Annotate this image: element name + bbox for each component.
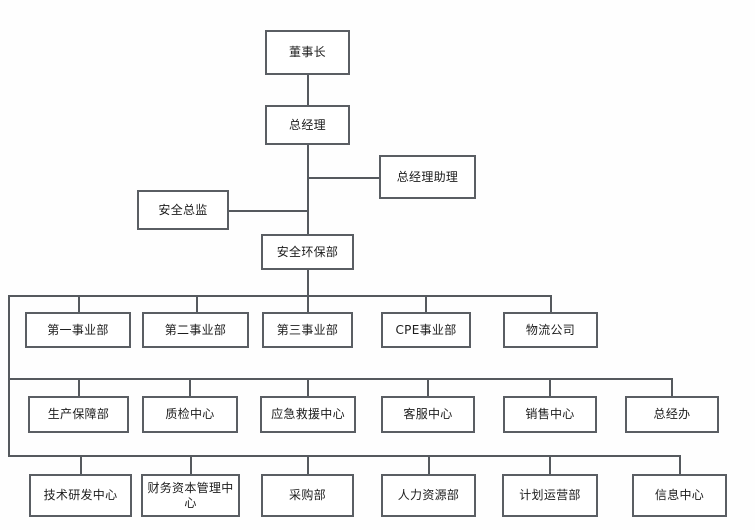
connector-chairman-to-gm [307,75,309,105]
node-division-3-label: 第三事业部 [276,322,339,337]
node-chairman[interactable]: 董事长 [265,30,350,75]
node-division-3[interactable]: 第三事业部 [262,312,353,348]
node-safety-director-label: 安全总监 [158,202,208,217]
connector-left-spine [8,295,10,455]
node-division-4[interactable]: CPE事业部 [381,312,471,348]
node-support-6[interactable]: 信息中心 [632,474,727,517]
node-division-4-label: CPE事业部 [395,322,457,337]
node-center-2[interactable]: 质检中心 [142,396,238,433]
drop-support-3 [307,455,309,474]
node-support-4-label: 人力资源部 [397,488,460,502]
bus-divisions-row [8,295,552,297]
drop-support-1 [80,455,82,474]
drop-support-4 [428,455,430,474]
drop-center-5 [549,378,551,396]
node-support-2-label: 财务资本管理中心 [147,480,234,510]
node-support-1[interactable]: 技术研发中心 [29,474,132,517]
node-center-5-label: 销售中心 [525,407,575,421]
connector-safetyenv-to-divisions-bus [307,270,309,295]
node-support-3-label: 采购部 [289,488,326,502]
node-division-1[interactable]: 第一事业部 [25,312,131,348]
drop-division-1 [78,295,80,312]
node-center-4[interactable]: 客服中心 [381,396,475,433]
bus-support-row [8,455,681,457]
drop-center-6 [671,378,673,396]
node-center-2-label: 质检中心 [165,407,215,421]
node-general-manager[interactable]: 总经理 [265,105,350,145]
drop-division-2 [196,295,198,312]
drop-center-4 [427,378,429,396]
drop-support-5 [549,455,551,474]
node-safety-env-dept-label: 安全环保部 [276,244,339,259]
drop-support-2 [190,455,192,474]
node-support-3[interactable]: 采购部 [261,474,354,517]
drop-center-1 [78,378,80,396]
node-center-3[interactable]: 应急救援中心 [260,396,356,433]
node-safety-director[interactable]: 安全总监 [137,190,229,230]
node-general-manager-label: 总经理 [289,117,326,132]
node-safety-env-dept[interactable]: 安全环保部 [261,234,354,270]
node-support-4[interactable]: 人力资源部 [381,474,476,517]
node-gm-assistant-label: 总经理助理 [396,169,459,184]
node-gm-assistant[interactable]: 总经理助理 [379,155,476,199]
bus-centers-row [8,378,673,380]
node-center-1-label: 生产保障部 [47,407,110,421]
connector-gm-spine [307,145,309,240]
node-center-1[interactable]: 生产保障部 [28,396,129,433]
node-chairman-label: 董事长 [289,45,326,59]
node-support-6-label: 信息中心 [654,488,705,502]
connector-gm-to-safety-director [229,210,309,212]
node-center-4-label: 客服中心 [403,407,453,421]
drop-division-3 [307,295,309,312]
node-division-1-label: 第一事业部 [47,322,109,337]
node-division-5[interactable]: 物流公司 [503,312,598,348]
node-support-2[interactable]: 财务资本管理中心 [141,474,240,517]
node-support-5-label: 计划运营部 [519,488,581,502]
drop-support-6 [679,455,681,474]
drop-division-4 [425,295,427,312]
node-support-1-label: 技术研发中心 [43,488,118,502]
node-support-5[interactable]: 计划运营部 [502,474,598,517]
drop-center-2 [189,378,191,396]
node-center-6-label: 总经办 [653,407,691,421]
node-division-5-label: 物流公司 [525,322,576,337]
node-center-6[interactable]: 总经办 [625,396,719,433]
drop-division-5 [550,295,552,312]
node-center-3-label: 应急救援中心 [271,407,345,421]
node-division-2-label: 第二事业部 [164,322,227,337]
connector-gm-to-assistant [307,177,379,179]
node-center-5[interactable]: 销售中心 [503,396,597,433]
node-division-2[interactable]: 第二事业部 [142,312,249,348]
drop-center-3 [307,378,309,396]
